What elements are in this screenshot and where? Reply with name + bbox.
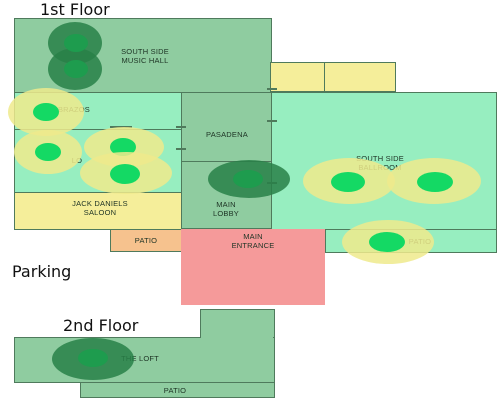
room-pasadena[interactable]: [181, 92, 272, 162]
heat-marker[interactable]: [110, 138, 136, 156]
first-floor-heading: 1st Floor: [40, 0, 110, 19]
label-jack-daniels-saloon: JACK DANIELS SALOON: [72, 199, 128, 217]
heat-marker[interactable]: [64, 34, 88, 52]
second-floor-heading: 2nd Floor: [63, 316, 139, 335]
the-loft-seam: [201, 334, 273, 340]
heat-marker[interactable]: [78, 349, 108, 367]
label-main-entrance: MAIN ENTRANCE: [231, 232, 275, 250]
wall-marker: [176, 126, 186, 128]
label-patio-bottom: PATIO: [163, 386, 187, 395]
heat-marker[interactable]: [110, 164, 140, 184]
label-pasadena: PASADENA: [206, 130, 248, 139]
heat-marker[interactable]: [331, 172, 365, 192]
label-patio-left: PATIO: [134, 236, 158, 245]
room-patio-bottom[interactable]: [80, 382, 275, 398]
room-storage-block-left[interactable]: [270, 62, 325, 92]
heat-marker[interactable]: [35, 143, 61, 161]
parking-label: Parking: [12, 262, 72, 281]
label-main-lobby: MAIN LOBBY: [212, 200, 239, 218]
wall-marker: [267, 88, 277, 90]
heat-marker[interactable]: [369, 232, 405, 252]
label-south-side-music-hall: SOUTH SIDE MUSIC HALL: [121, 47, 169, 65]
heat-marker[interactable]: [233, 170, 263, 188]
wall-marker: [176, 148, 186, 150]
room-main-entrance[interactable]: [181, 229, 325, 305]
room-storage-block-right[interactable]: [324, 62, 396, 92]
label-the-loft: THE LOFT: [121, 354, 159, 363]
heat-marker[interactable]: [64, 60, 88, 78]
heat-marker[interactable]: [417, 172, 453, 192]
wall-marker: [267, 120, 277, 122]
room-jack-daniels-saloon[interactable]: [14, 192, 182, 230]
heat-marker[interactable]: [33, 103, 59, 121]
